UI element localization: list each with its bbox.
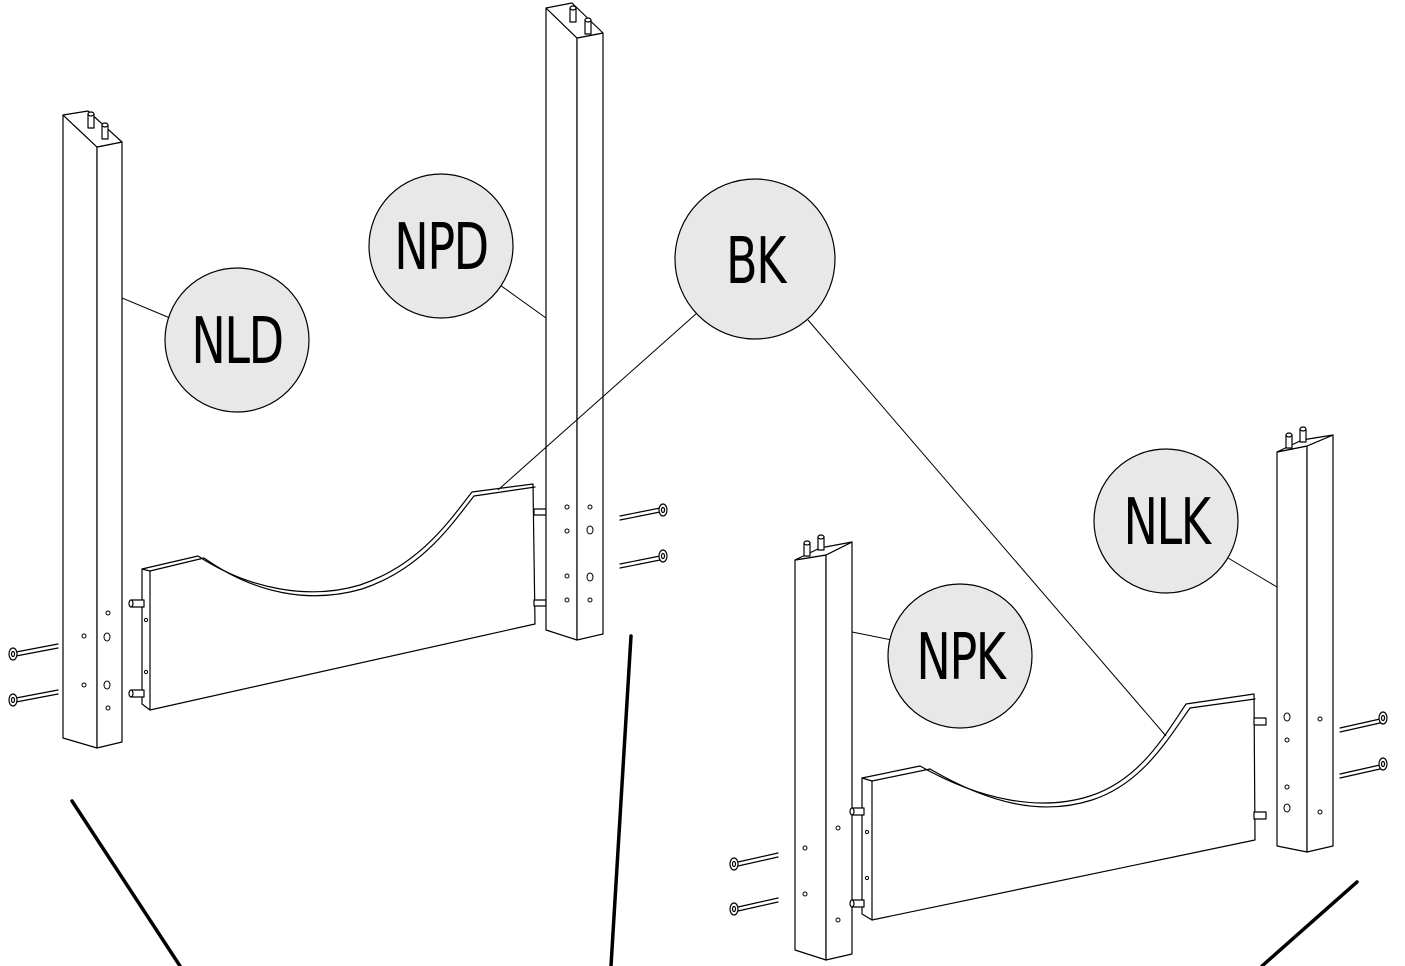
guide-line-1 <box>70 799 182 966</box>
bolt-holes <box>802 825 841 923</box>
dowel-pins <box>1285 426 1307 449</box>
label-bk: BK <box>726 225 788 300</box>
bolts-left <box>729 852 779 916</box>
label-bubble-npk: NPK <box>887 583 1033 729</box>
label-bubble-nld: NLD <box>164 267 310 413</box>
leader-bk-foot <box>807 319 1167 737</box>
bolts-right <box>619 503 668 569</box>
dowel-pins <box>569 5 592 35</box>
guide-line-3 <box>1260 880 1359 966</box>
rail-dowels-left <box>849 807 865 908</box>
bolts-right <box>1339 711 1388 779</box>
post-npd <box>545 2 668 641</box>
label-bubble-bk: BK <box>674 178 836 340</box>
rail-dowels-left <box>128 599 145 698</box>
assembly-guide-lines <box>70 634 1359 966</box>
bolts-left <box>8 643 59 707</box>
leader-lines <box>121 284 1278 737</box>
label-npk: NPK <box>916 621 1007 696</box>
post-npk <box>729 534 853 961</box>
post-nld <box>8 110 123 749</box>
label-nlk: NLK <box>1123 486 1212 561</box>
bolt-holes <box>1283 712 1323 815</box>
leader-npk <box>851 631 893 641</box>
leader-bk-head <box>497 312 698 491</box>
dowel-pins <box>803 534 825 557</box>
rail-dowels-right <box>1253 717 1267 820</box>
rail-bk-foot <box>849 693 1267 921</box>
leader-nld <box>121 297 171 319</box>
bolt-holes <box>564 504 594 603</box>
label-bubble-nlk: NLK <box>1093 448 1239 594</box>
label-bubble-npd: NPD <box>368 173 514 319</box>
label-nld: NLD <box>191 305 282 380</box>
guide-line-2 <box>609 634 633 966</box>
label-npd: NPD <box>394 211 487 286</box>
post-nlk <box>1276 426 1388 853</box>
bolt-holes <box>81 610 111 711</box>
dowel-pins <box>87 111 109 140</box>
rail-bk-head <box>128 483 547 711</box>
rail-dowels-right <box>533 508 547 607</box>
leader-nlk <box>1227 557 1278 588</box>
leader-npd <box>499 284 547 319</box>
